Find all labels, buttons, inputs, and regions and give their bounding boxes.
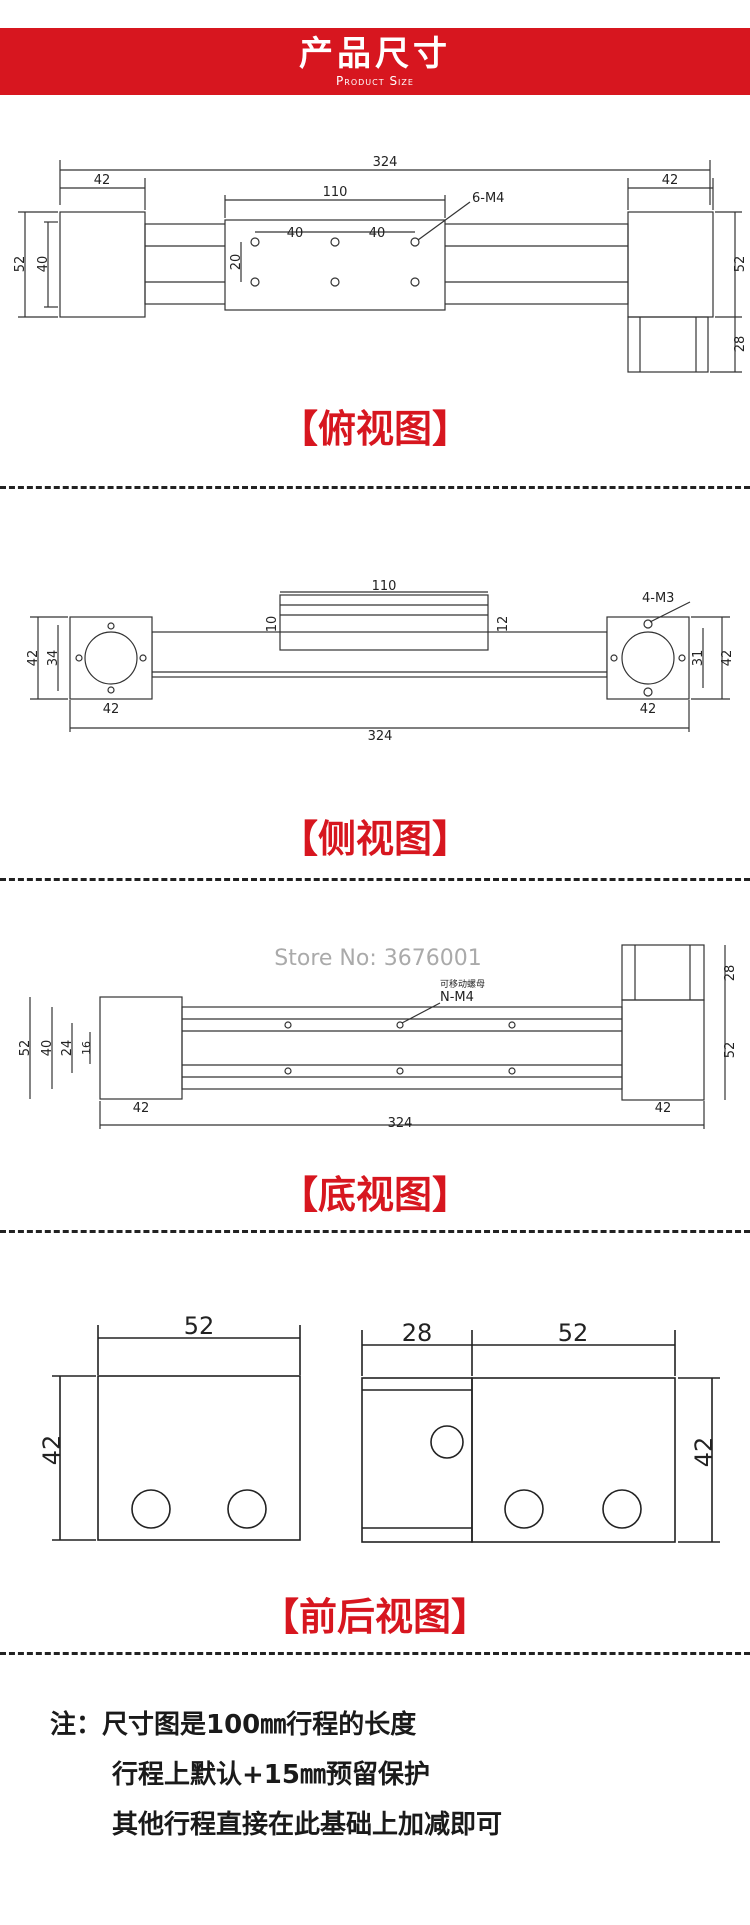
side-rail <box>151 631 608 678</box>
side-dim-overall: 324 <box>368 729 393 744</box>
divider-4 <box>0 1652 750 1655</box>
bottom-dim-24: 24 <box>60 1040 75 1057</box>
back-motor <box>361 1377 473 1543</box>
top-dim-motor-h: 28 <box>733 336 748 353</box>
back-dim-height: 42 <box>690 1437 718 1468</box>
divider-3 <box>0 1230 750 1233</box>
front-plate <box>97 1375 301 1541</box>
header-title: 产品尺寸 <box>299 34 451 74</box>
bottom-dim-motor-h: 28 <box>723 965 738 982</box>
top-dim-left-inner: 40 <box>36 256 51 273</box>
notes: 注：尺寸图是100㎜行程的长度 行程上默认+15㎜预留保护 其他行程直接在此基础… <box>50 1700 502 1850</box>
back-dim-motor-w: 28 <box>402 1319 433 1347</box>
top-dim-carriage-h: 20 <box>229 254 244 271</box>
bottom-nut-label: N-M4 <box>440 990 474 1005</box>
side-view-caption: 【侧视图】 <box>279 817 470 861</box>
side-dim-left-inner: 34 <box>46 650 61 667</box>
note-2: 行程上默认+15㎜预留保护 <box>112 1760 430 1790</box>
top-motor <box>627 316 709 373</box>
top-dim-pitch-1: 40 <box>287 226 304 241</box>
bottom-dim-52: 52 <box>18 1040 33 1057</box>
side-left-block <box>69 616 153 700</box>
top-dim-overall: 324 <box>373 155 398 170</box>
top-dim-left-outer: 52 <box>13 256 28 273</box>
top-dim-pitch-2: 40 <box>369 226 386 241</box>
side-dim-carriage: 110 <box>372 580 397 594</box>
header-banner: 产品尺寸 Product Size <box>0 28 750 95</box>
bottom-view-drawing: Store No: 3676001 可移动螺母 N-M4 52 40 24 16… <box>18 944 738 1131</box>
bottom-right-motor <box>621 944 705 1001</box>
bottom-dim-right-h: 52 <box>723 1042 738 1059</box>
front-back-view-caption: 【前后视图】 <box>260 1595 489 1639</box>
back-plate <box>471 1377 676 1543</box>
bottom-dim-overall: 324 <box>388 1116 413 1131</box>
divider-2 <box>0 878 750 881</box>
side-dim-right-w: 42 <box>640 702 657 717</box>
bottom-left-block <box>99 996 183 1100</box>
bottom-dim-16: 16 <box>80 1041 93 1055</box>
top-screw-label: 6-M4 <box>472 191 504 206</box>
divider-1 <box>0 486 750 489</box>
side-screw-label: 4-M3 <box>642 591 674 606</box>
note-1: 注：尺寸图是100㎜行程的长度 <box>50 1710 417 1740</box>
bottom-dim-left-w: 42 <box>133 1101 150 1116</box>
back-dim-width: 52 <box>558 1319 589 1347</box>
top-left-block <box>59 211 146 318</box>
front-dim-height: 42 <box>38 1435 66 1466</box>
front-dim-width: 52 <box>184 1312 215 1340</box>
bottom-rail <box>181 1006 623 1090</box>
top-dim-right-h: 52 <box>733 256 748 273</box>
bottom-view-caption: 【底视图】 <box>279 1173 470 1217</box>
bottom-dim-right-w: 42 <box>655 1101 672 1116</box>
top-dim-left-block: 42 <box>94 173 111 188</box>
bottom-right-block <box>621 999 705 1101</box>
side-dim-carriage-h-left: 10 <box>265 616 280 633</box>
side-view-drawing: 110 10 12 42 34 42 4-M3 42 31 42 324 <box>26 580 735 744</box>
side-dim-left-w: 42 <box>103 702 120 717</box>
side-dim-left-outer: 42 <box>26 650 41 667</box>
side-dim-right-h: 42 <box>720 650 735 667</box>
side-right-block <box>606 616 690 700</box>
header-subtitle: Product Size <box>336 74 414 88</box>
bottom-nut-note: 可移动螺母 <box>440 978 485 990</box>
top-right-block <box>627 211 714 318</box>
note-3: 其他行程直接在此基础上加减即可 <box>112 1810 503 1840</box>
bottom-dim-40: 40 <box>40 1040 55 1057</box>
side-carriage <box>279 594 489 651</box>
top-dim-carriage: 110 <box>323 185 348 200</box>
top-view-caption: 【俯视图】 <box>279 407 470 451</box>
top-dim-right-block: 42 <box>662 173 679 188</box>
top-carriage <box>224 219 446 311</box>
store-watermark: Store No: 3676001 <box>274 946 481 971</box>
front-back-view-drawing: 52 42 28 52 42 <box>38 1312 720 1543</box>
top-view-drawing: 324 42 52 40 110 40 40 20 6-M4 42 52 28 <box>13 155 748 373</box>
side-dim-carriage-h-right: 12 <box>496 616 511 633</box>
side-dim-right-inner: 31 <box>691 650 706 667</box>
